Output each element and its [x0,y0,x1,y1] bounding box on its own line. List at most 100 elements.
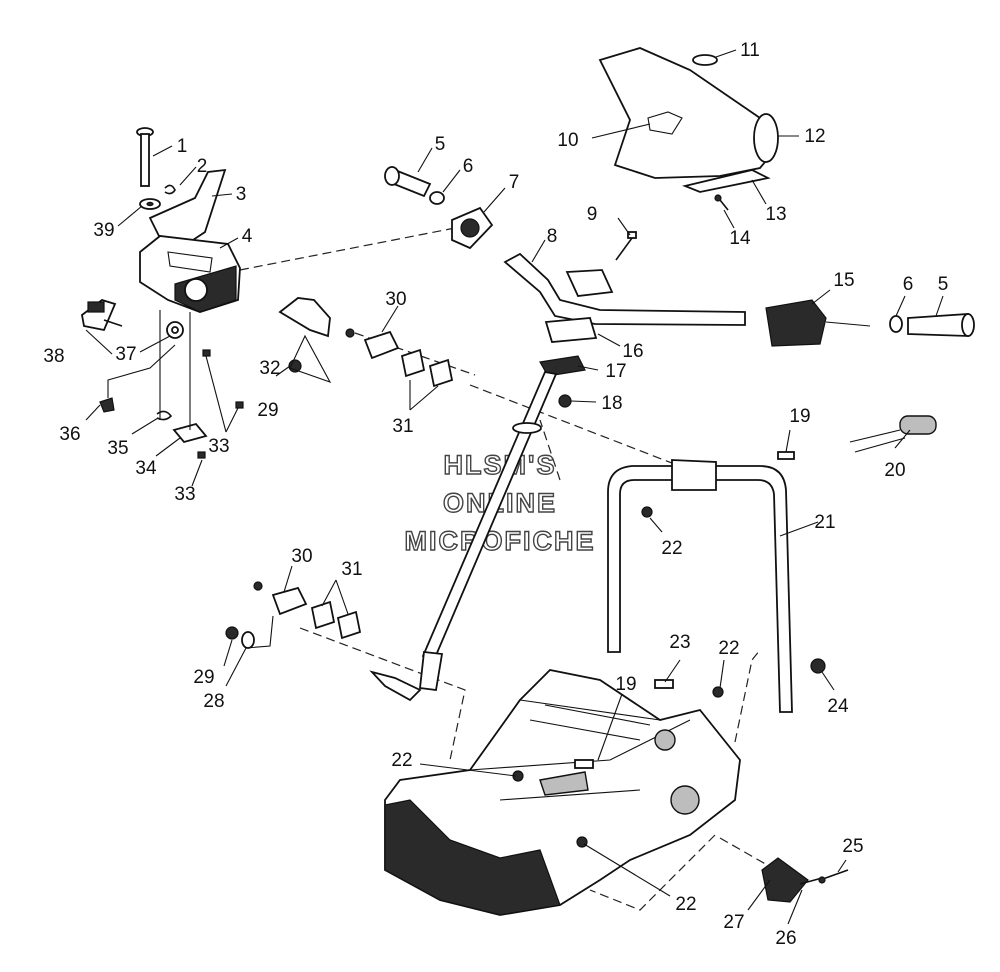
part-washer-28 [241,631,255,649]
part-bolt-23 [654,679,674,689]
part-screws-33 [159,310,244,430]
callout-37: 37 [115,344,136,365]
callout-16: 16 [622,341,643,362]
callout-29-upper: 29 [257,400,278,421]
callout-38: 38 [43,346,64,367]
callout-22-left: 22 [391,750,412,771]
callout-22-lower: 22 [675,894,696,915]
callout-12: 12 [804,126,825,147]
watermark-line1: HLSM'S [444,450,557,480]
callout-25: 25 [842,836,863,857]
part-pin-25 [818,869,849,884]
part-block-30-lower [253,581,308,616]
part-clamp-upper [565,269,614,297]
part-switch-38 [81,299,123,332]
part-bolt-1 [136,127,154,187]
callout-5-right: 5 [938,274,949,295]
callout-30-upper: 30 [385,289,406,310]
callout-15: 15 [833,270,854,291]
part-emblem-11 [692,54,718,66]
callout-8: 8 [547,226,558,247]
part-block-30-upper [345,328,400,360]
callout-21: 21 [814,512,835,533]
part-end-6-right [889,315,903,333]
callout-14: 14 [729,228,751,249]
part-grip-5-left [384,166,432,198]
part-handlebar-pad-12 [598,47,779,179]
callout-5-left: 5 [435,134,446,155]
part-washer-39 [139,198,161,210]
callout-11: 11 [740,40,760,61]
part-bezel-7 [451,206,494,250]
part-clip-2 [164,184,176,195]
callout-10: 10 [557,130,578,151]
callout-7: 7 [509,172,520,193]
part-bracket-3 [148,168,227,243]
callout-24: 24 [827,696,849,717]
part-frame-chassis [384,669,741,916]
part-nut-18 [558,394,572,408]
part-nut-24 [810,658,826,674]
callout-33-upper: 33 [208,436,229,457]
watermark-line3: MICROFICHE [405,526,596,556]
callouts: 1 2 3 4 5 6 7 8 9 10 11 12 13 14 15 6 5 … [43,40,948,949]
part-steering-post [369,370,558,702]
callout-36: 36 [59,424,80,445]
callout-18: 18 [601,393,622,414]
callout-35: 35 [107,438,128,459]
callout-23: 23 [669,632,690,653]
watermark: HLSM'S ONLINE MICROFICHE [404,449,596,556]
callout-3: 3 [236,184,247,205]
callout-19-lower: 19 [615,674,636,695]
part-hoop-21 [607,459,793,713]
callout-2: 2 [197,156,208,177]
callout-1: 1 [177,136,188,157]
part-handlebar-8 [503,252,746,326]
callout-19-upper: 19 [789,406,810,427]
leader-lines [85,49,944,925]
part-bracket-32 [278,297,331,338]
callout-27: 27 [723,912,744,933]
part-housing-4 [139,235,241,313]
callout-22-mid: 22 [718,638,739,659]
part-plate-34 [172,422,208,459]
callout-17: 17 [605,361,626,382]
part-end-6-left [429,191,445,205]
callout-31-lower: 31 [341,559,362,580]
callout-9: 9 [587,204,598,225]
part-heater-20 [849,415,937,453]
part-clip-35 [156,410,173,421]
callout-29-lower: 29 [193,667,214,688]
part-nut-29-lower [225,626,239,640]
part-bolt-19-upper [777,451,795,460]
callout-22-upper: 22 [661,538,682,559]
part-blocks-31-lower [310,600,362,640]
callout-28: 28 [203,691,224,712]
callout-39: 39 [93,220,114,241]
part-grommet-37 [166,321,184,339]
part-grip-5-right [907,313,975,337]
callout-34: 34 [135,458,157,479]
part-blocks-31-upper [400,348,454,388]
callout-20: 20 [884,460,905,481]
part-bolt-9 [615,231,637,261]
part-clip-22-mid [712,686,724,698]
part-strip-13 [682,169,771,193]
part-screw-26 [799,877,823,885]
callout-32: 32 [259,358,280,379]
callout-31-upper: 31 [392,416,413,437]
callout-4: 4 [242,226,253,247]
part-throttle-15 [765,299,871,347]
callout-30-lower: 30 [291,546,312,567]
callout-6-right: 6 [903,274,914,295]
callout-26: 26 [775,928,796,949]
callout-6-left: 6 [463,156,474,177]
callout-13: 13 [765,204,786,225]
part-clip-22-upper [641,506,653,518]
part-cover-27 [761,857,809,903]
part-wire-36 [99,344,176,413]
part-clamp-16 [544,317,598,343]
part-screw-14 [714,194,729,211]
callout-33-lower: 33 [174,484,195,505]
